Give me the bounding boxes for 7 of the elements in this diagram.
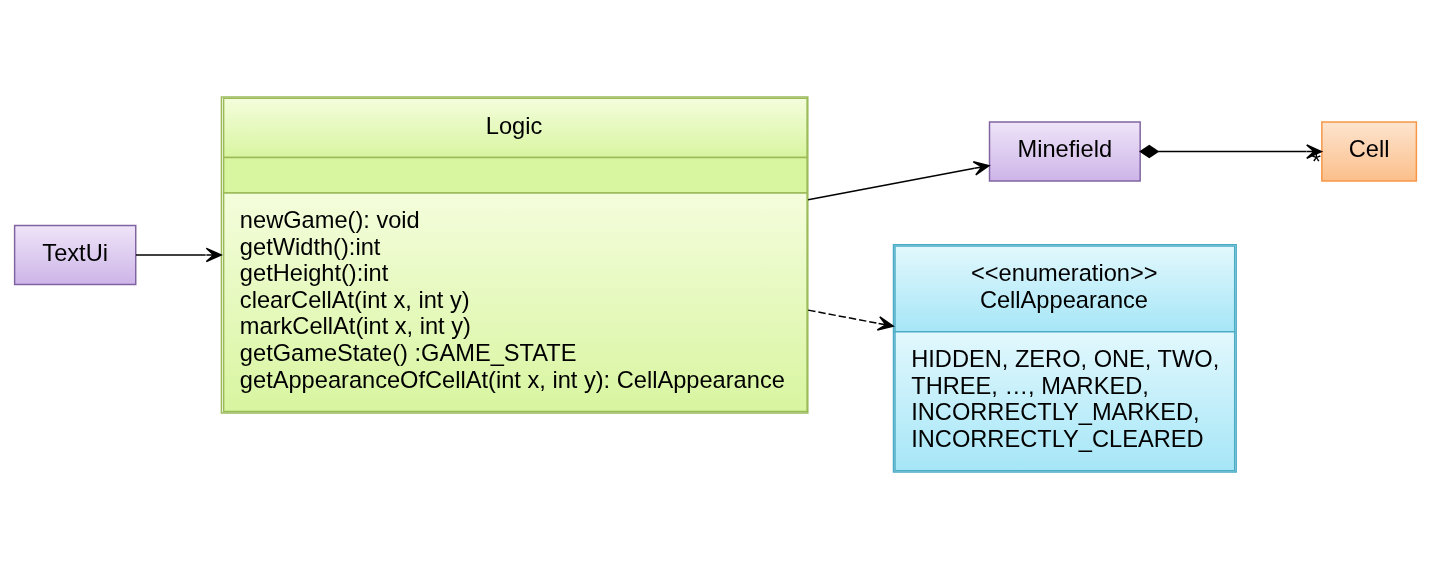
- edge-label: *: [1311, 148, 1321, 175]
- node-box: Minefield: [988, 120, 1141, 182]
- arrow: [807, 308, 894, 331]
- arrow: [807, 160, 990, 200]
- node-box: TextUi: [13, 224, 137, 285]
- node-box: Cell: [1321, 120, 1418, 182]
- arrow: [135, 247, 222, 262]
